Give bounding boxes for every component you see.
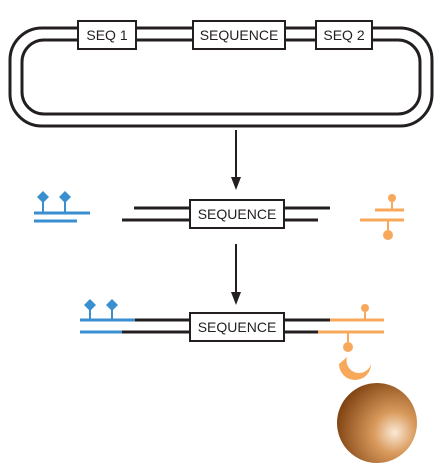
plasmid-box-sequence: SEQUENCE [192, 20, 286, 50]
sequence-bottom-label: SEQUENCE [198, 319, 277, 335]
lollipop-icon [388, 194, 396, 202]
plasmid-box-seq2: SEQ 2 [315, 20, 373, 50]
diamond-icon [106, 299, 118, 311]
down-arrow-icon [231, 130, 241, 190]
lollipop-icon [343, 342, 353, 352]
plasmid-inner-strand [20, 38, 422, 116]
diamond-icon [84, 299, 96, 311]
lollipop-icon [361, 304, 369, 312]
right-adapter-free [360, 194, 404, 240]
seq2-label: SEQ 2 [323, 27, 364, 43]
insert-box-sequence: SEQUENCE [189, 199, 285, 229]
down-arrow-icon [231, 244, 241, 305]
plasmid-box-seq1: SEQ 1 [77, 20, 137, 50]
crescent-icon [339, 357, 371, 380]
bead-icon [337, 383, 417, 463]
product-box-sequence: SEQUENCE [189, 312, 285, 342]
seq1-label: SEQ 1 [86, 27, 127, 43]
diamond-icon [59, 191, 71, 203]
diamond-icon [37, 191, 49, 203]
sequence-top-label: SEQUENCE [200, 27, 279, 43]
lollipop-icon [383, 230, 393, 240]
sequence-mid-label: SEQUENCE [198, 206, 277, 222]
left-adapter-free [34, 191, 90, 223]
